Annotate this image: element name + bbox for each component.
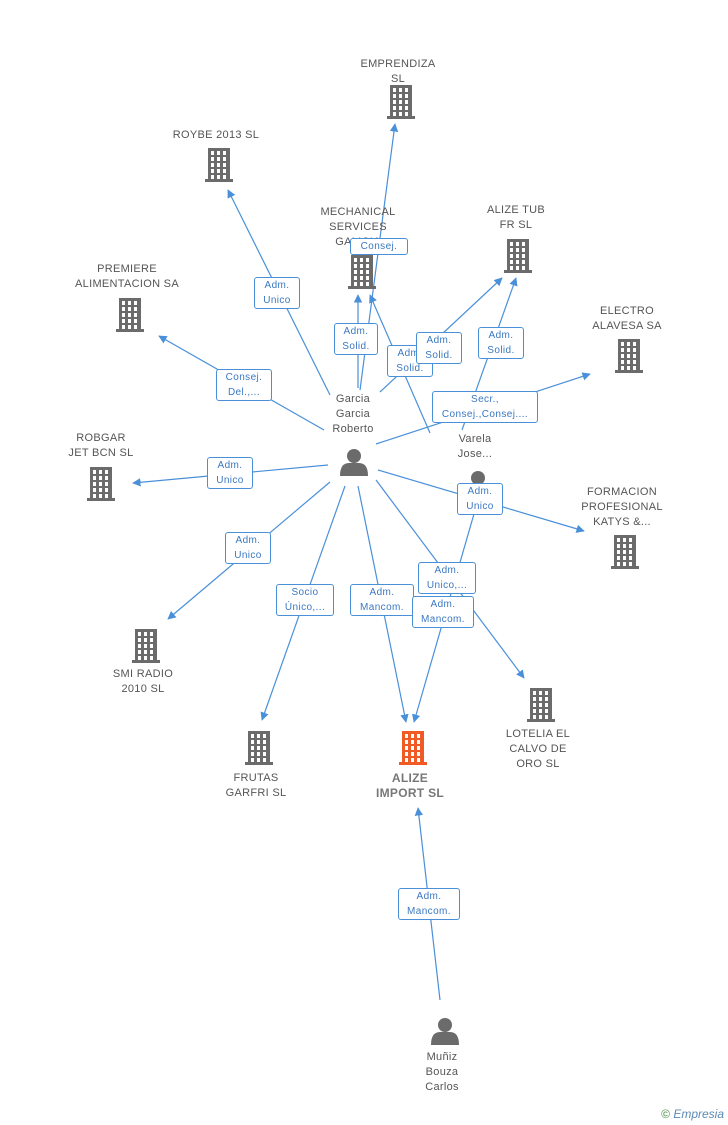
node-label-premiere[interactable]: PREMIERE ALIMENTACION SA [75,263,179,290]
node-label-garcia[interactable]: Garcia Garcia Roberto [332,393,374,435]
node-label-formacion[interactable]: FORMACION PROFESIONAL KATYS &... [581,486,663,528]
building-icon-premiere[interactable] [116,298,144,332]
node-label-frutas[interactable]: FRUTAS GARFRI SL [225,772,287,799]
edge-label-garcia-to-smi[interactable]: Adm. Unico [225,532,271,564]
node-label-smi[interactable]: SMI RADIO 2010 SL [112,668,174,695]
edge-label-varela-to-alize_tub[interactable]: Adm. Solid. [478,327,524,359]
edge-label-garcia-to-roybe[interactable]: Adm. Unico [254,277,300,309]
copyright-symbol: © [661,1107,670,1121]
building-icon-smi[interactable] [132,629,160,663]
person-icon-garcia[interactable] [340,449,368,476]
watermark-brand: Empresia [673,1107,724,1121]
building-icon-alize_import[interactable] [399,731,427,765]
node-label-robgar[interactable]: ROBGAR JET BCN SL [68,432,134,459]
edge-label-garcia-to-formacion[interactable]: Adm. Unico [457,483,503,515]
edge-label-garcia-to-lotelia[interactable]: Adm. Unico,... [418,562,476,594]
building-icon-electro[interactable] [615,339,643,373]
node-label-roybe[interactable]: ROYBE 2013 SL [172,129,260,141]
edge-label-garcia-to-alize_import[interactable]: Adm. Mancom. [350,584,414,616]
node-label-lotelia[interactable]: LOTELIA EL CALVO DE ORO SL [505,728,571,770]
building-icon-mechanical[interactable] [348,255,376,289]
edge-label-garcia-to-premiere[interactable]: Consej. Del.,... [216,369,272,401]
node-label-varela[interactable]: Varela Jose... [457,433,493,460]
building-icon-robgar[interactable] [87,467,115,501]
node-label-emprendiza[interactable]: EMPRENDIZA SL [360,58,436,85]
watermark: © Empresia [661,1107,724,1121]
building-icon-frutas[interactable] [245,731,273,765]
edge-label-garcia-to-electro[interactable]: Secr., Consej.,Consej.... [432,391,538,423]
person-icon-muniz[interactable] [431,1018,459,1045]
edge-label-muniz-to-alize_import[interactable]: Adm. Mancom. [398,888,460,920]
building-icon-formacion[interactable] [611,535,639,569]
edge-label-garcia-to-frutas[interactable]: Socio Único,... [276,584,334,616]
node-label-alize_tub[interactable]: ALIZE TUB FR SL [486,204,546,231]
node-label-electro[interactable]: ELECTRO ALAVESA SA [592,305,662,332]
building-icon-lotelia[interactable] [527,688,555,722]
building-icon-emprendiza[interactable] [387,85,415,119]
edge-label-varela-to-alize_import[interactable]: Adm. Mancom. [412,596,474,628]
building-icon-roybe[interactable] [205,148,233,182]
edge-label-garcia-to-emprendiza[interactable]: Consej. [350,238,408,255]
node-label-alize_import[interactable]: ALIZE IMPORT SL [375,771,445,800]
edge-label-garcia-to-mechanical[interactable]: Adm. Solid. [334,323,378,355]
edge-label-garcia-to-alize_tub[interactable]: Adm. Solid. [416,332,462,364]
building-icon-alize_tub[interactable] [504,239,532,273]
node-label-muniz[interactable]: Muñiz Bouza Carlos [425,1051,459,1093]
edge-label-garcia-to-robgar[interactable]: Adm. Unico [207,457,253,489]
